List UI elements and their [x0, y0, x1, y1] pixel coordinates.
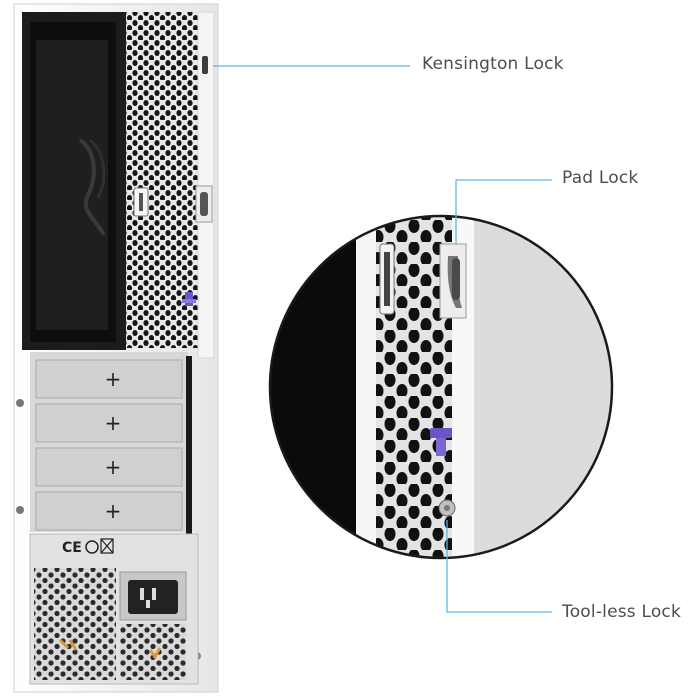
slot-plus-4: + — [105, 499, 122, 523]
slot-plus-1: + — [105, 367, 122, 391]
zoom-detail-circle — [268, 214, 614, 560]
power-supply: CE — [29, 533, 199, 685]
tool-less-lock-label: Tool-less Lock — [562, 602, 682, 622]
callout-lines — [213, 65, 552, 613]
slot-plus-3: + — [105, 455, 122, 479]
pc-case-rear: + + + + CE — [13, 3, 219, 693]
tool-less-leader — [446, 520, 552, 613]
expansion-slots: + + + + — [30, 352, 192, 536]
slot-plus-2: + — [105, 411, 122, 435]
ce-mark: CE — [62, 540, 82, 556]
pad-lock-label: Pad Lock — [562, 168, 639, 188]
pad-lock-leader — [455, 179, 552, 244]
kensington-lock-label: Kensington Lock — [422, 54, 564, 74]
